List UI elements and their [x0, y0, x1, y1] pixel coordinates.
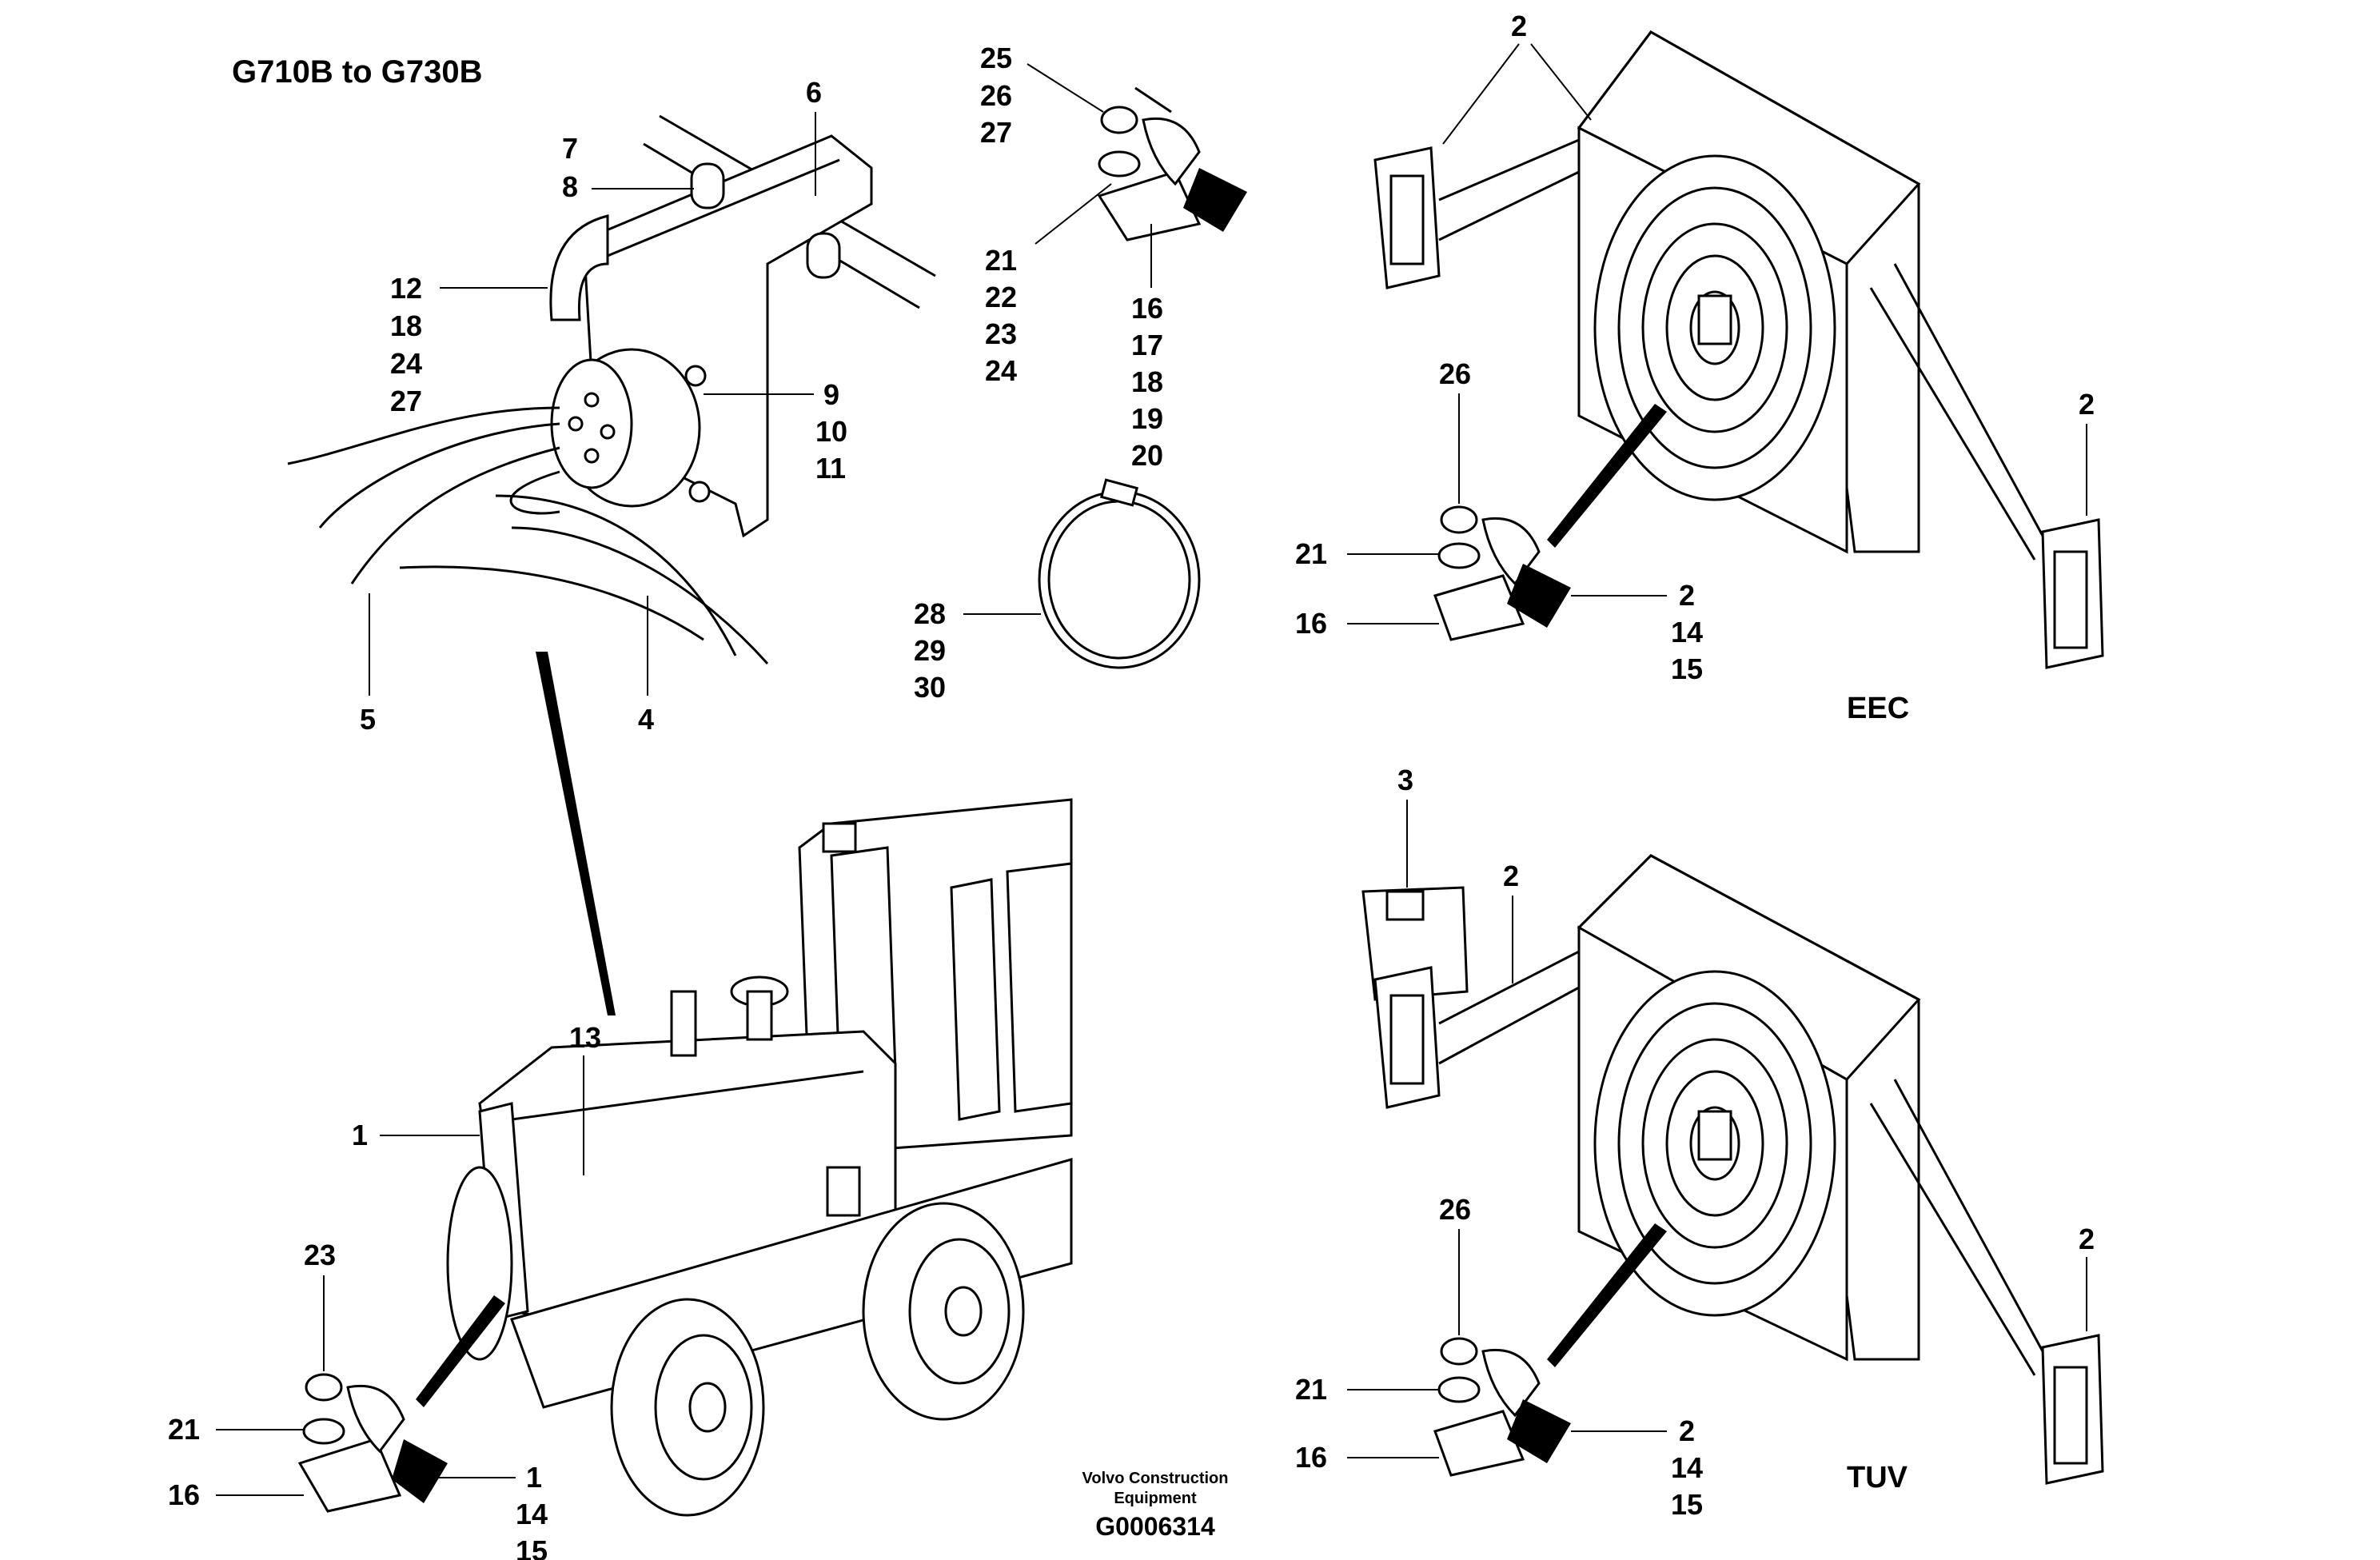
callout-16: 16: [1295, 1441, 1327, 1474]
callout-16: 16: [1295, 607, 1327, 640]
motor-grader-illustration: [446, 798, 1073, 1517]
washer-icon: [1437, 542, 1481, 569]
callout-2: 2: [1679, 579, 1695, 612]
hose-clamp-icon: [549, 214, 609, 321]
detail-pointer: [1547, 1223, 1667, 1367]
footer-company-line1: Volvo Construction: [1082, 1470, 1229, 1487]
callout-26: 26: [1439, 1193, 1471, 1226]
callout-6: 6: [806, 76, 822, 109]
clamp-icon: [346, 1384, 405, 1454]
callout-4: 4: [638, 703, 654, 736]
band-clamp-icon: [1038, 490, 1201, 669]
callouts-clamp-detail: 25 26 27 21 22 23 24 16 17 18 19 20: [980, 42, 1163, 472]
callout-9: 9: [823, 378, 839, 411]
detail-pointer: [416, 1295, 505, 1407]
callout-3: 3: [1397, 764, 1413, 796]
cable-clamp-detail: [1097, 86, 1247, 241]
cable-clamp-lower-left: [297, 1373, 448, 1513]
footer-company-line2: Equipment: [1114, 1490, 1197, 1507]
callout-21: 21: [168, 1413, 200, 1446]
callout-8: 8: [562, 170, 578, 203]
callouts-connector-detail: 6 7 8 12 18 24 27 9 10 11 5 4: [360, 76, 847, 736]
fan-hub-icon: [1697, 1110, 1732, 1161]
callout-14: 14: [1671, 1451, 1703, 1484]
callout-19: 19: [1131, 402, 1163, 435]
callout-10: 10: [815, 415, 847, 448]
sensor-icon: [1385, 890, 1425, 921]
callouts-tuv: 3 2 2 26 21 16 2 14 15 TUV: [1295, 764, 2095, 1521]
wheel-icon: [610, 1298, 765, 1517]
callout-2: 2: [2079, 1223, 2095, 1255]
radiator-eec-illustration: [1373, 30, 2104, 669]
callout-5: 5: [360, 703, 376, 736]
callout-20: 20: [1131, 439, 1163, 472]
callout-15: 15: [1671, 1488, 1703, 1521]
connector-bracket-detail: [287, 114, 936, 664]
callout-1: 1: [526, 1461, 542, 1494]
washer-icon: [1437, 1376, 1481, 1403]
washer-icon: [302, 1418, 345, 1445]
bolt-icon: [690, 162, 725, 209]
bolt-icon: [806, 232, 841, 279]
beacon-icon: [822, 822, 857, 853]
callout-27: 27: [980, 116, 1012, 149]
callout-29: 29: [914, 634, 946, 667]
callout-15: 15: [516, 1534, 548, 1560]
detail-pointer: [536, 652, 616, 1015]
callout-24: 24: [390, 347, 422, 380]
callout-21: 21: [1295, 537, 1327, 570]
callout-17: 17: [1131, 329, 1163, 361]
callout-7: 7: [562, 132, 578, 165]
nut-icon: [1100, 106, 1138, 134]
callout-27: 27: [390, 385, 422, 417]
variant-label-tuv: TUV: [1847, 1461, 1908, 1494]
callout-26: 26: [980, 79, 1012, 112]
callout-22: 22: [985, 281, 1017, 313]
callouts-eec: 2 2 26 21 16 2 14 15 EEC: [1295, 10, 2095, 725]
footer-block: Volvo Construction Equipment G0006314: [1082, 1470, 1229, 1541]
detail-pointer: [1547, 404, 1667, 548]
band-clamp-detail: [1038, 478, 1201, 669]
callout-25: 25: [980, 42, 1012, 74]
callout-12: 12: [390, 272, 422, 305]
nut-icon: [1440, 1337, 1478, 1366]
callout-21: 21: [1295, 1373, 1327, 1406]
callout-18: 18: [1131, 365, 1163, 398]
callout-16: 16: [1131, 292, 1163, 325]
callouts-lower-left: 23 21 16 1 14 15: [168, 1239, 548, 1560]
callout-14: 14: [1671, 616, 1703, 648]
callout-18: 18: [390, 309, 422, 342]
diagram-title: G710B to G730B: [232, 54, 482, 90]
drawing-code: G0006314: [1095, 1512, 1215, 1541]
clamp-icon: [1142, 117, 1201, 186]
callout-2: 2: [1503, 860, 1519, 892]
callout-21: 21: [985, 244, 1017, 277]
fan-hub-icon: [1697, 294, 1732, 345]
callouts-machine: 13 1: [352, 1021, 601, 1175]
variant-label-eec: EEC: [1847, 692, 1909, 725]
callout-14: 14: [516, 1498, 548, 1530]
callout-23: 23: [985, 317, 1017, 350]
callout-15: 15: [1671, 652, 1703, 685]
callout-13: 13: [569, 1021, 601, 1054]
callout-24: 24: [985, 354, 1017, 387]
callout-11: 11: [815, 452, 846, 485]
clamp-icon: [1481, 1348, 1541, 1418]
callout-30: 30: [914, 671, 946, 704]
callout-2: 2: [1679, 1414, 1695, 1447]
callout-26: 26: [1439, 357, 1471, 390]
callouts-band-clamp: 28 29 30: [914, 597, 1041, 704]
nut-icon: [305, 1373, 343, 1402]
callout-16: 16: [168, 1478, 200, 1511]
callout-1: 1: [352, 1119, 368, 1151]
nut-icon: [1440, 505, 1478, 534]
washer-icon: [1098, 150, 1141, 178]
cable-clamp-eec: [1433, 505, 1571, 641]
callout-28: 28: [914, 597, 946, 630]
wheel-icon: [862, 1202, 1025, 1421]
callout-2: 2: [2079, 388, 2095, 421]
callout-23: 23: [304, 1239, 336, 1271]
callout-2: 2: [1511, 10, 1527, 42]
